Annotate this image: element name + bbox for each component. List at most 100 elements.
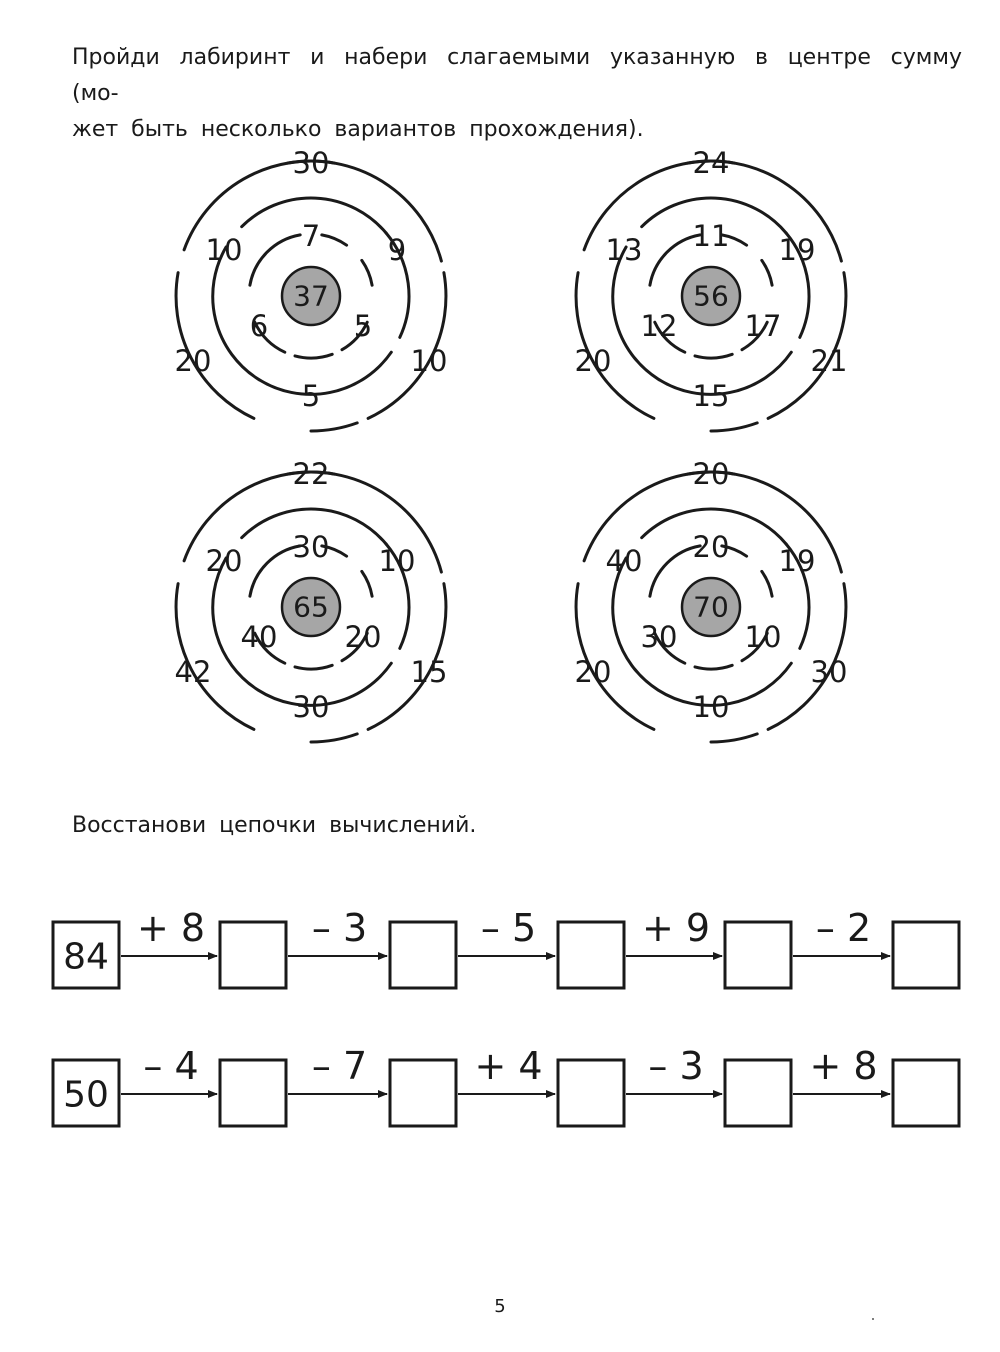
maze-number-inner-top: 11 <box>693 219 730 253</box>
maze-wall <box>653 320 687 354</box>
chain-start-box <box>51 1058 121 1128</box>
maze-wall <box>340 631 369 663</box>
maze-number-outer-left: 20 <box>575 344 612 378</box>
maze-wall <box>709 732 759 744</box>
maze-wall <box>211 556 393 707</box>
maze-number-outer-left: 42 <box>175 655 212 689</box>
chain-answer-box[interactable] <box>218 920 288 990</box>
maze-wall <box>340 320 369 352</box>
page-number: 5 <box>494 1296 506 1317</box>
chain-answer-box[interactable] <box>556 920 626 990</box>
maze-wall <box>293 663 334 671</box>
maze-number-inner-top: 7 <box>302 219 320 253</box>
maze-number-outer-right: 10 <box>411 344 448 378</box>
maze-wall <box>766 582 848 731</box>
maze-wall <box>640 507 788 546</box>
maze-wall <box>360 258 374 287</box>
maze-wall <box>309 732 359 744</box>
chain-operation: + 8 <box>809 1044 877 1088</box>
maze-number-outer-bottom: 30 <box>293 690 330 724</box>
maze-wall <box>248 233 302 287</box>
maze-wall <box>709 421 759 433</box>
chain-operation: – 7 <box>312 1044 367 1088</box>
maze-number-outer-bottom: 10 <box>693 690 730 724</box>
maze-number-inner-top: 20 <box>693 530 730 564</box>
maze-wall <box>686 470 843 574</box>
maze-wall <box>720 233 749 247</box>
maze-number-middle-left: 20 <box>206 544 243 578</box>
chain-row-2: 50– 4– 7+ 4– 3+ 8 <box>51 1044 961 1128</box>
chain-row-1: 84+ 8– 3– 5+ 9– 2 <box>51 906 961 990</box>
chain-answer-box[interactable] <box>723 1058 793 1128</box>
maze-wall <box>286 470 443 574</box>
maze-target-sum: 65 <box>293 591 329 624</box>
maze-wall <box>174 271 256 420</box>
maze-number-inner-left: 6 <box>250 309 268 343</box>
maze-inner-ring <box>648 233 774 360</box>
maze-wall <box>640 196 788 235</box>
maze-middle-ring <box>211 196 411 396</box>
maze-wall <box>693 352 734 360</box>
maze-wall <box>211 245 393 396</box>
maze-wall <box>384 542 411 650</box>
chain-operation: – 3 <box>312 906 367 950</box>
chain-instruction: Восстанови цепочки вычислений. <box>72 813 477 838</box>
maze-number-outer-top: 30 <box>293 146 330 180</box>
maze-wall <box>174 582 256 731</box>
maze-center-circle <box>680 576 742 638</box>
chain-answer-box[interactable] <box>388 1058 458 1128</box>
maze-number-middle-left: 10 <box>206 233 243 267</box>
maze-number-outer-top: 24 <box>693 146 730 180</box>
maze-number-middle-right: 9 <box>388 233 406 267</box>
maze-middle-ring <box>211 507 411 707</box>
maze-number-outer-right: 15 <box>411 655 448 689</box>
maze-number-outer-left: 20 <box>175 344 212 378</box>
maze-wall <box>240 196 388 235</box>
maze-wall <box>740 320 769 352</box>
maze-wall <box>240 507 388 546</box>
maze-number-outer-right: 21 <box>811 344 848 378</box>
maze-wall <box>720 544 749 558</box>
chain-answer-box[interactable] <box>891 1058 961 1128</box>
maze-number-middle-right: 19 <box>779 233 816 267</box>
chain-start-number: 84 <box>63 937 109 978</box>
maze-middle-ring <box>611 196 811 396</box>
maze-middle-ring <box>611 507 811 707</box>
maze-number-middle-left: 40 <box>606 544 643 578</box>
chain-answer-box[interactable] <box>723 920 793 990</box>
maze-number-inner-right: 17 <box>745 309 782 343</box>
maze-wall <box>766 271 848 420</box>
maze-wall <box>309 421 359 433</box>
chain-operation: – 5 <box>481 906 536 950</box>
chain-answer-box[interactable] <box>891 920 961 990</box>
maze-outer-ring <box>574 159 848 433</box>
maze-wall <box>320 544 349 558</box>
maze-wall <box>248 544 302 598</box>
chain-operation: – 3 <box>648 1044 703 1088</box>
maze-wall <box>784 231 811 339</box>
maze-center-circle <box>280 576 342 638</box>
chain-answer-box[interactable] <box>218 1058 288 1128</box>
maze-target-sum: 56 <box>693 280 729 313</box>
chain-operation: – 4 <box>143 1044 198 1088</box>
maze-number-middle-right: 10 <box>379 544 416 578</box>
maze-outer-ring <box>174 470 448 744</box>
maze-instruction-line2: жет быть несколько вариантов прохождения… <box>72 117 644 142</box>
chain-operation: + 8 <box>137 906 205 950</box>
maze-number-inner-left: 12 <box>641 309 678 343</box>
maze-number-outer-bottom: 5 <box>302 379 320 413</box>
chain-answer-box[interactable] <box>388 920 458 990</box>
maze-wall <box>574 582 656 731</box>
chain-operation: + 9 <box>642 906 710 950</box>
chain-answer-box[interactable] <box>556 1058 626 1128</box>
maze-wall <box>760 258 774 287</box>
maze-wall <box>253 320 287 354</box>
maze-wall <box>648 233 702 287</box>
maze-number-outer-top: 20 <box>693 457 730 491</box>
maze-wall <box>686 159 843 263</box>
maze-outer-ring <box>574 470 848 744</box>
maze-number-inner-right: 20 <box>345 620 382 654</box>
maze-wall <box>293 352 334 360</box>
